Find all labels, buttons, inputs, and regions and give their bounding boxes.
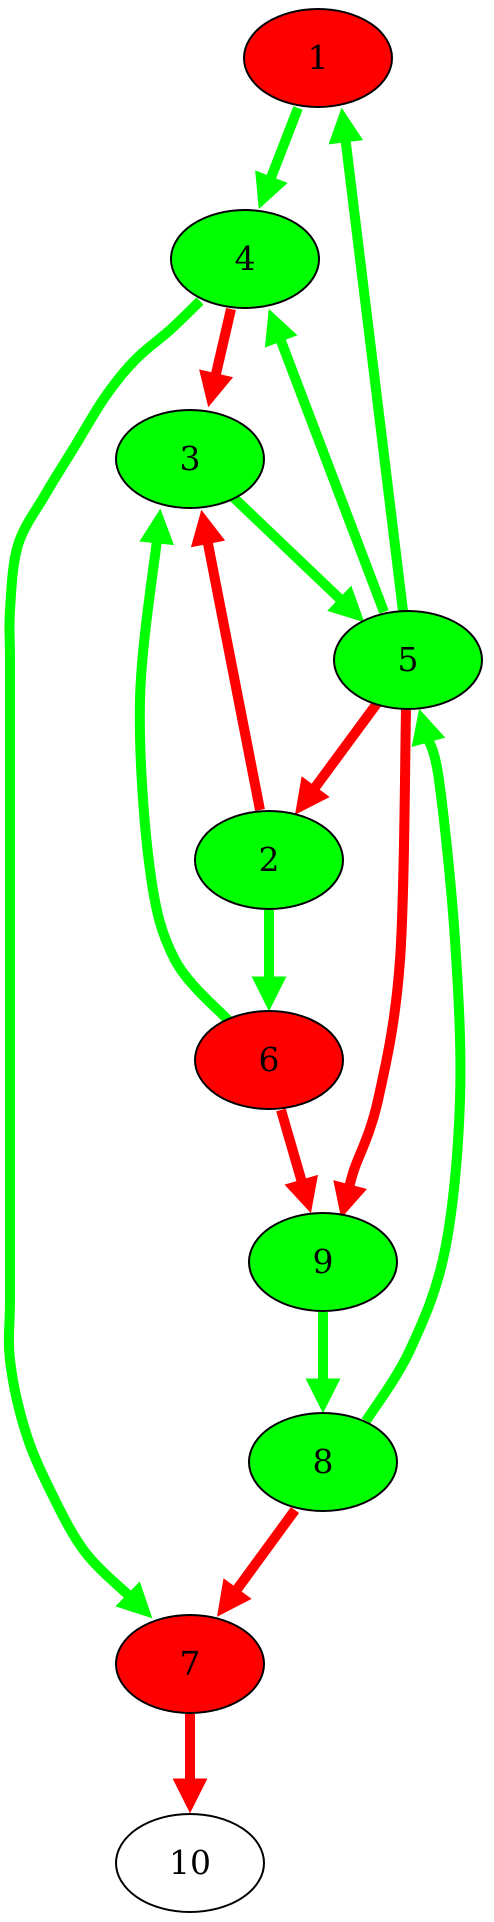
edge-line — [264, 106, 303, 186]
edge-line — [307, 699, 383, 796]
node-3: 3 — [115, 409, 265, 509]
node-label: 2 — [259, 840, 280, 879]
node-label: 7 — [180, 1644, 201, 1683]
node-label: 10 — [169, 1843, 211, 1882]
node-1: 1 — [243, 8, 393, 108]
node-shape — [115, 1614, 265, 1714]
node-shape — [194, 810, 344, 910]
arrow-head — [264, 308, 298, 348]
node-label: 4 — [235, 239, 256, 278]
edge-line — [343, 709, 411, 1194]
edge-1-to-4 — [255, 106, 303, 210]
edge-2-to-3 — [190, 509, 265, 811]
node-label: 6 — [259, 1040, 280, 1079]
arrow-head — [139, 508, 174, 546]
edge-line — [209, 307, 236, 382]
edge-6-to-9 — [276, 1108, 318, 1214]
edge-5-to-2 — [295, 699, 383, 815]
edge-line — [3, 297, 204, 1603]
edge-5-to-4 — [264, 308, 389, 614]
edge-line — [134, 535, 233, 1025]
node-7: 7 — [115, 1614, 265, 1714]
node-6: 6 — [194, 1010, 344, 1110]
nodes-layer: 1 4 3 5 2 6 9 8 7 10 — [115, 8, 483, 1913]
edge-line — [229, 1507, 300, 1598]
node-label: 5 — [398, 640, 419, 679]
edge-4-to-3 — [199, 307, 236, 408]
edge-8-to-5 — [361, 708, 466, 1424]
edge-8-to-7 — [217, 1507, 300, 1617]
arrow-head — [251, 976, 287, 1012]
node-8: 8 — [248, 1412, 398, 1512]
arrow-head — [333, 1180, 367, 1219]
node-shape — [248, 1412, 398, 1512]
arrow-head — [115, 1581, 153, 1619]
edge-2-to-6 — [251, 910, 287, 1012]
edge-line — [276, 1108, 309, 1189]
edge-6-to-3 — [134, 508, 233, 1025]
node-10: 10 — [115, 1813, 265, 1913]
edge-4-to-7 — [3, 297, 204, 1619]
edge-5-to-9 — [333, 709, 411, 1219]
node-shape — [333, 610, 483, 710]
arrow-head — [172, 1778, 208, 1814]
node-label: 9 — [313, 1242, 334, 1281]
edge-line — [361, 733, 466, 1424]
node-label: 1 — [308, 38, 329, 77]
node-label: 8 — [313, 1442, 334, 1481]
arrow-head — [284, 1174, 318, 1214]
node-shape — [248, 1212, 398, 1312]
node-shape — [170, 209, 320, 309]
node-label: 3 — [180, 439, 201, 478]
arrow-head — [327, 585, 365, 623]
arrow-head — [411, 708, 446, 748]
node-4: 4 — [170, 209, 320, 309]
arrow-head — [255, 170, 288, 210]
edge-line — [339, 134, 408, 612]
edges-layer — [3, 106, 466, 1814]
node-2: 2 — [194, 810, 344, 910]
edge-line — [201, 535, 265, 811]
arrow-head — [217, 1578, 252, 1617]
edge-7-to-10 — [172, 1714, 208, 1814]
edge-9-to-8 — [305, 1312, 341, 1414]
node-shape — [115, 409, 265, 509]
edge-5-to-1 — [328, 107, 408, 612]
arrow-head — [305, 1378, 341, 1414]
node-shape — [115, 1813, 265, 1913]
node-5: 5 — [333, 610, 483, 710]
node-shape — [243, 8, 393, 108]
node-9: 9 — [248, 1212, 398, 1312]
arrow-head — [190, 509, 226, 548]
arrow-head — [199, 369, 234, 408]
edge-line — [228, 492, 349, 608]
arrow-head — [295, 776, 330, 815]
edge-3-to-5 — [228, 492, 365, 623]
edge-line — [273, 332, 389, 614]
node-shape — [194, 1010, 344, 1110]
arrow-head — [328, 107, 364, 145]
